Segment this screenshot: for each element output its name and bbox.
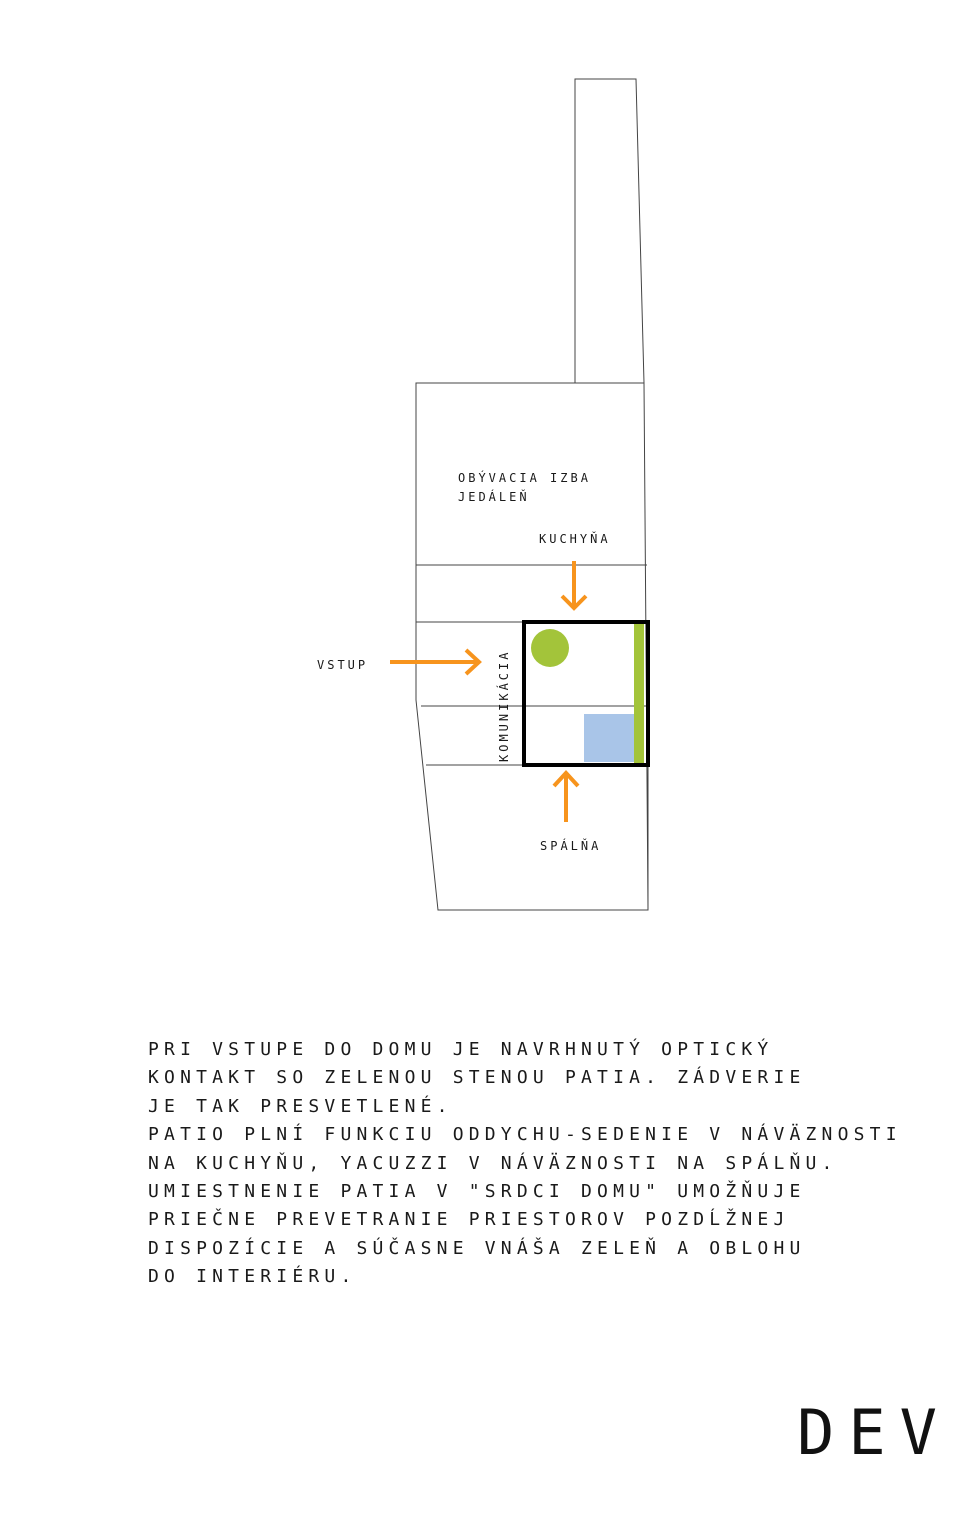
- building-outline: [415, 382, 649, 911]
- arrow-from-bedroom-icon: [552, 770, 580, 822]
- description-line: PRIEČNE PREVETRANIE PRIESTOROV POZDĹŽNEJ: [148, 1209, 790, 1231]
- label-bedroom: SPÁLŇA: [540, 838, 601, 853]
- label-dining-room: JEDÁLEŇ: [458, 489, 530, 504]
- label-entrance: VSTUP: [317, 658, 368, 672]
- brand-logo: DEV: [797, 1396, 951, 1469]
- description-line: JE TAK PRESVETLENÉ.: [148, 1095, 453, 1117]
- description-line: NA KUCHYŇU, YACUZZI V NÁVÄZNOSTI NA SPÁL…: [148, 1152, 838, 1174]
- label-kitchen: KUCHYŇA: [539, 531, 611, 546]
- description-line: DISPOZÍCIE A SÚČASNE VNÁŠA ZELEŇ A OBLOH…: [148, 1237, 806, 1259]
- arrow-from-entrance-icon: [390, 648, 482, 676]
- north-extension: [574, 78, 645, 384]
- arrow-from-kitchen-icon: [560, 561, 588, 611]
- description-line: KONTAKT SO ZELENOU STENOU PATIA. ZÁDVERI…: [148, 1067, 806, 1089]
- patio-green-wall: [634, 624, 644, 764]
- description-line: PRI VSTUPE DO DOMU JE NAVRHNUTÝ OPTICKÝ: [148, 1039, 774, 1060]
- label-corridor: KOMUNIKÁCIA: [496, 650, 511, 762]
- floor-plan-diagram: OBÝVACIA IZBA JEDÁLEŇ KUCHYŇA VSTUP KOMU…: [317, 78, 650, 911]
- description-text: PRI VSTUPE DO DOMU JE NAVRHNUTÝ OPTICKÝ …: [148, 1036, 902, 1292]
- patio-jacuzzi: [584, 714, 634, 762]
- label-living-room: OBÝVACIA IZBA: [458, 470, 591, 485]
- description-line: DO INTERIÉRU.: [148, 1266, 357, 1288]
- patio-tree: [531, 629, 569, 667]
- patio-frame: [522, 620, 650, 767]
- description-line: PATIO PLNÍ FUNKCIU ODDYCHU-SEDENIE V NÁV…: [148, 1124, 902, 1146]
- description-line: UMIESTNENIE PATIA V "SRDCI DOMU" UMOŽŇUJ…: [148, 1181, 806, 1203]
